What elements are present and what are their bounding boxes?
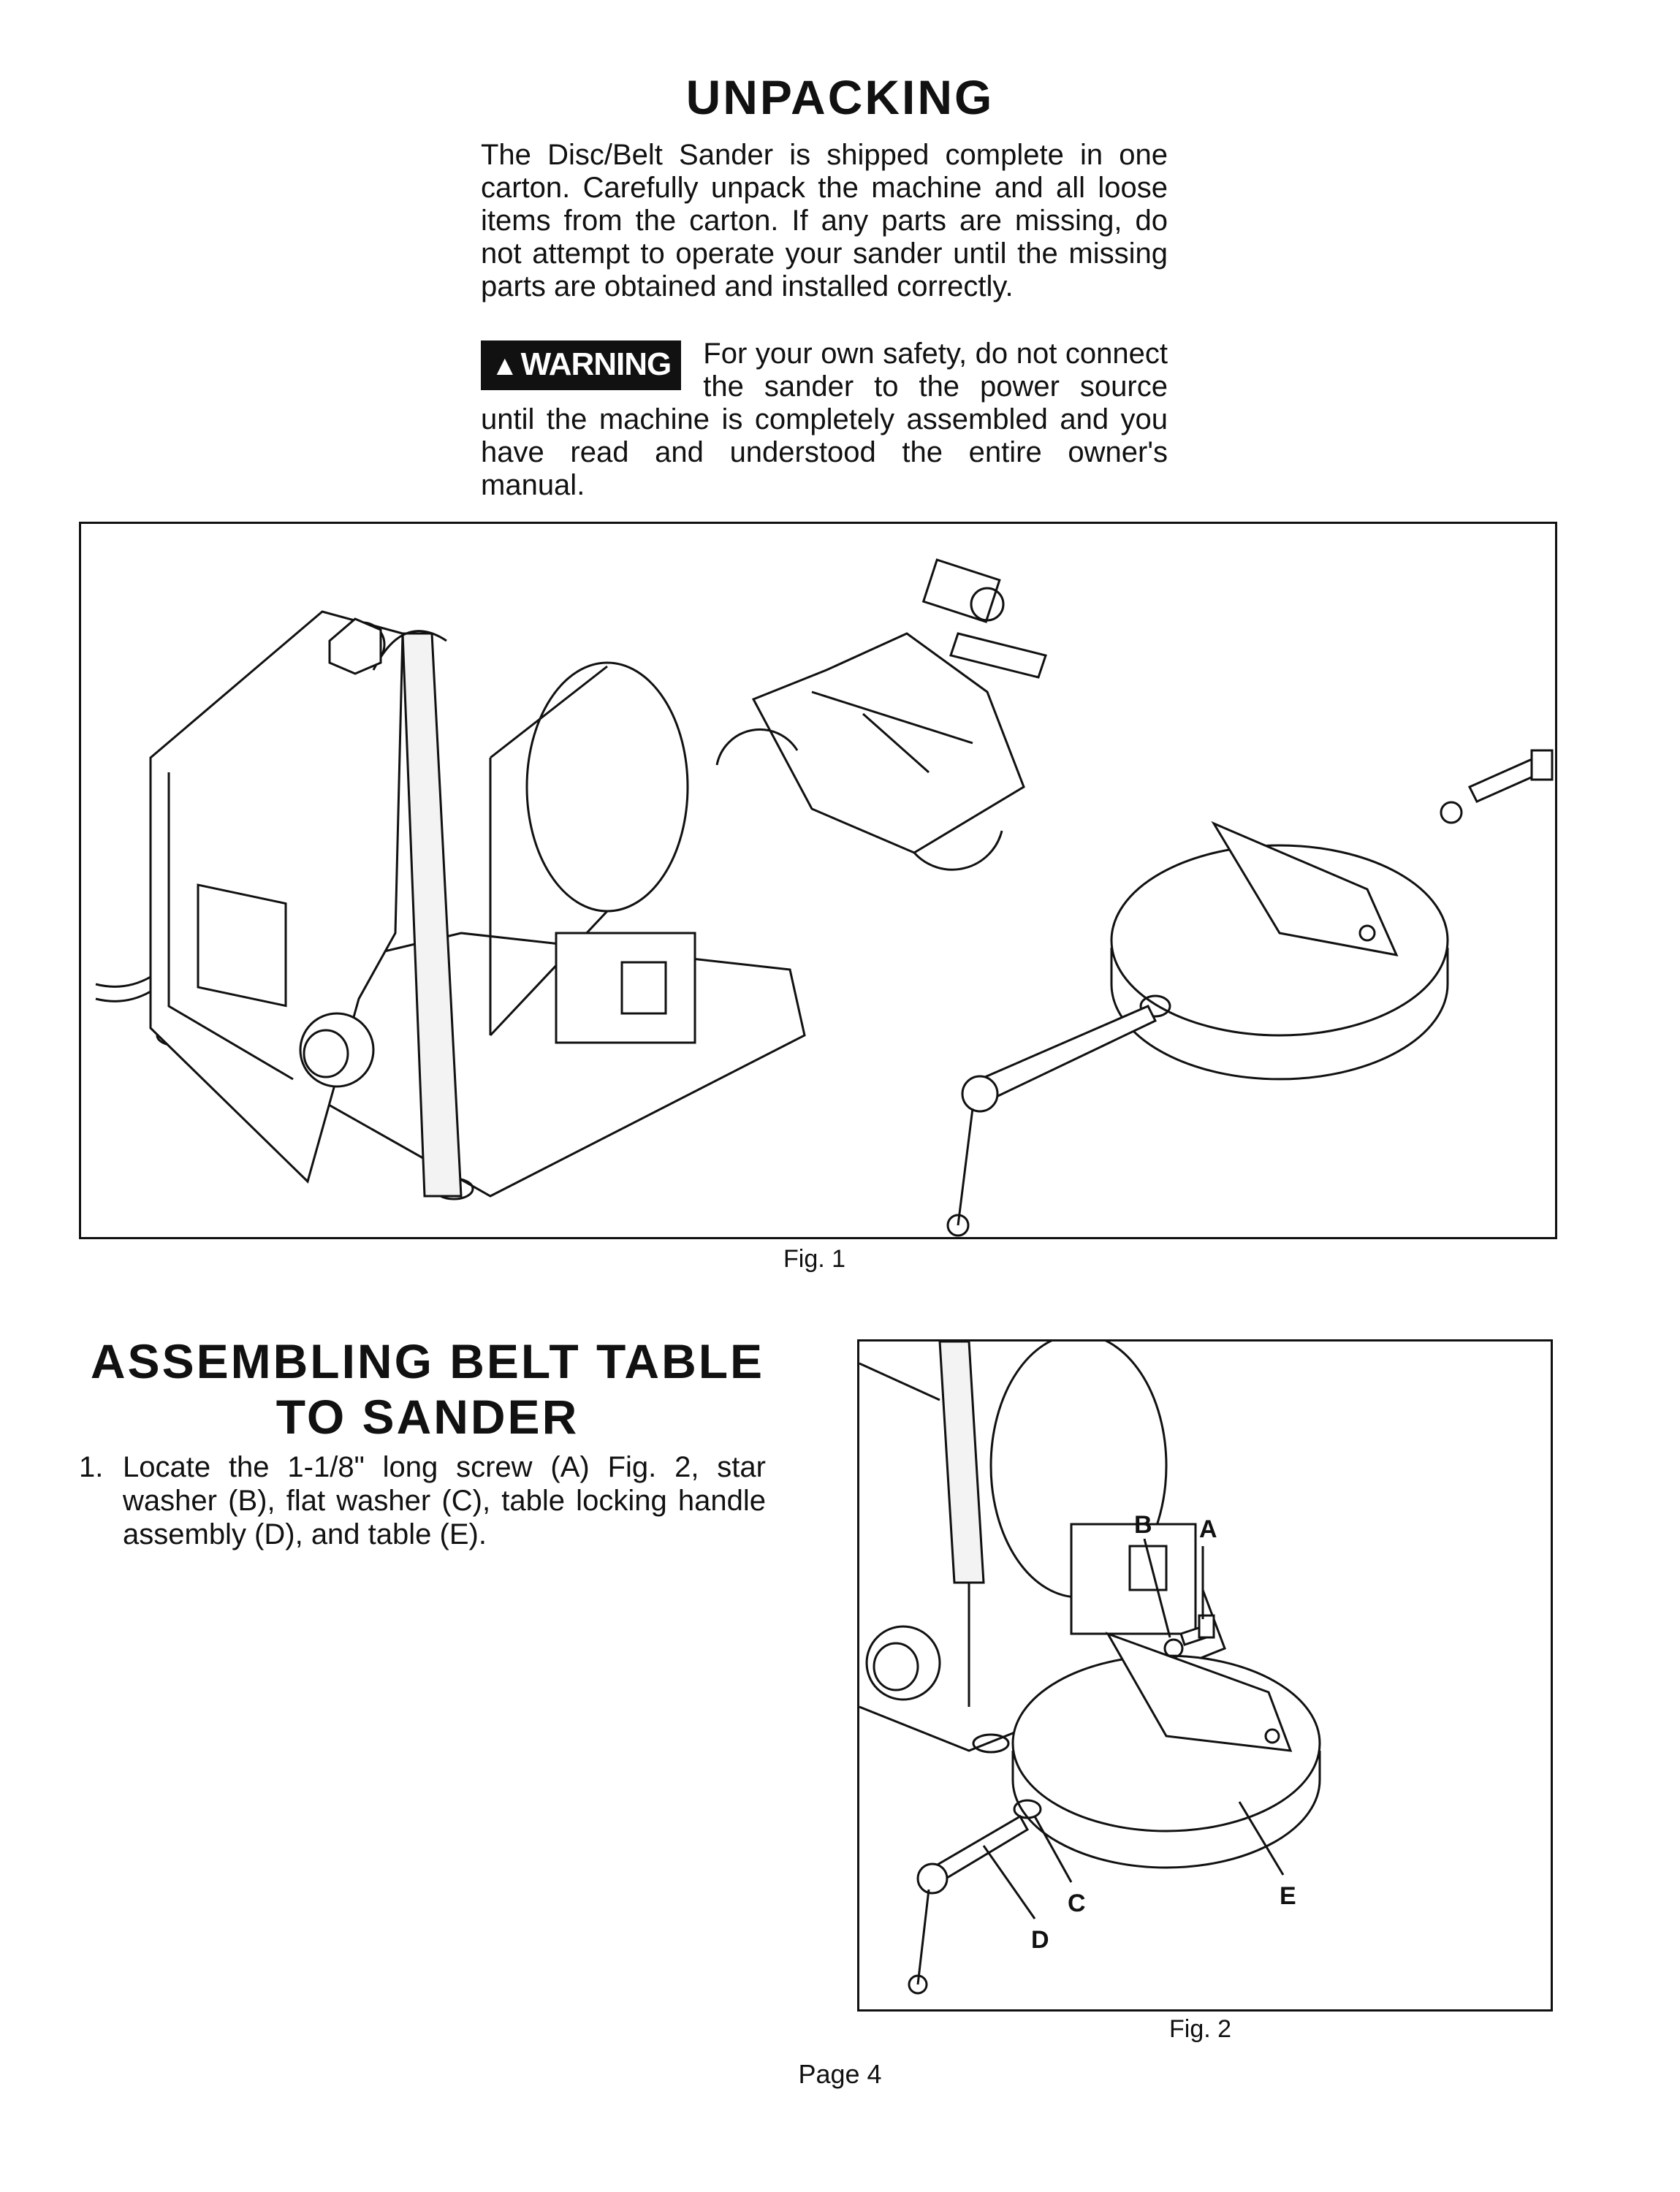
fig2-illustration: A B C D E xyxy=(859,1333,1321,1995)
step-1: 1. Locate the 1-1/8" long screw (A) Fig.… xyxy=(79,1450,766,1551)
fig2-label-e: E xyxy=(1280,1882,1296,1910)
fig2-caption: Fig. 2 xyxy=(1169,2015,1232,2043)
fig2-label-b: B xyxy=(1134,1511,1152,1539)
assembling-heading-line1: ASSEMBLING BELT TABLE xyxy=(90,1334,765,1388)
step-number: 1. xyxy=(79,1451,104,1483)
page-number: Page 4 xyxy=(798,2059,882,2089)
fig2-label-a: A xyxy=(1199,1515,1217,1543)
assembling-heading: ASSEMBLING BELT TABLE TO SANDER xyxy=(80,1333,775,1445)
fig2-label-c: C xyxy=(1068,1890,1086,1917)
unpacking-paragraph: The Disc/Belt Sander is shipped complete… xyxy=(481,139,1168,302)
assembling-heading-line2: TO SANDER xyxy=(275,1390,579,1444)
warning-label: WARNING xyxy=(520,346,672,382)
warning-triangle-icon: ▲ xyxy=(491,351,519,381)
fig1-caption: Fig. 1 xyxy=(783,1245,846,1273)
fig1-illustration xyxy=(95,558,1554,1237)
figure-1 xyxy=(79,522,1557,1239)
warning-badge: ▲WARNING xyxy=(481,340,682,390)
fig2-label-d: D xyxy=(1031,1926,1049,1954)
figure-2: A B C D E xyxy=(857,1333,1553,2012)
step-text: Locate the 1-1/8" long screw (A) Fig. 2,… xyxy=(123,1451,766,1550)
warning-text: For your own safety, do not connect the … xyxy=(481,338,1168,501)
warning-block: ▲WARNING For your own safety, do not con… xyxy=(481,338,1168,502)
unpacking-heading: UNPACKING xyxy=(685,70,995,124)
